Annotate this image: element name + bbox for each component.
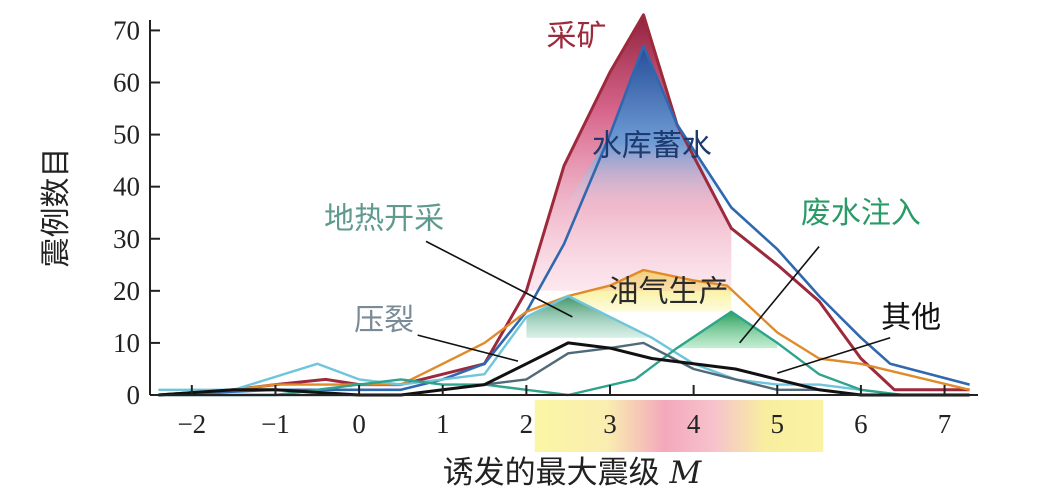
- area-fill-地热开采: [526, 296, 652, 338]
- series-label-废水注入: 废水注入: [801, 196, 921, 231]
- y-tick-label: 10: [113, 328, 140, 358]
- series-label-采矿: 采矿: [547, 19, 607, 54]
- leader-line-其他: [777, 336, 891, 374]
- x-axis-title: 诱发的最大震级 M: [443, 455, 703, 491]
- x-tick-label: 2: [520, 409, 534, 439]
- area-fill-废水注入: [676, 311, 778, 349]
- y-tick-label: 70: [113, 15, 140, 45]
- series-line-地热开采: [158, 294, 970, 397]
- series-label-地热开采: 地热开采: [324, 201, 444, 236]
- y-axis-title: 震例数目: [39, 148, 74, 268]
- y-tick-label: 40: [113, 172, 140, 202]
- series-label-压裂: 压裂: [354, 303, 414, 338]
- series-label-其他: 其他: [881, 300, 941, 335]
- y-tick-label: 30: [113, 224, 140, 254]
- x-tick-label: −2: [177, 409, 206, 439]
- leader-line-废水注入: [739, 246, 820, 344]
- x-tick-label: 6: [854, 409, 868, 439]
- series-line-废水注入: [158, 310, 970, 397]
- series-label-水库蓄水: 水库蓄水: [592, 128, 712, 163]
- series-line-采矿: [158, 13, 970, 397]
- x-tick-label: 5: [771, 409, 785, 439]
- x-tick-label: 1: [436, 409, 450, 439]
- y-tick-label: 0: [127, 380, 141, 410]
- x-tick-label: 0: [352, 409, 366, 439]
- leader-line-压裂: [417, 334, 519, 362]
- area-fill-水库蓄水: [564, 46, 732, 208]
- leader-line-地热开采: [425, 240, 573, 318]
- magnitude-band: [534, 400, 824, 452]
- x-tick-label: 3: [603, 409, 617, 439]
- x-tick-label: 4: [687, 409, 701, 439]
- y-tick-label: 60: [113, 68, 140, 98]
- series-line-水库蓄水: [158, 44, 970, 397]
- x-tick-label: 7: [938, 409, 952, 439]
- y-tick-label: 50: [113, 120, 140, 150]
- series-label-油气生产: 油气生产: [609, 274, 729, 309]
- y-tick-label: 20: [113, 276, 140, 306]
- x-tick-label: −1: [261, 409, 290, 439]
